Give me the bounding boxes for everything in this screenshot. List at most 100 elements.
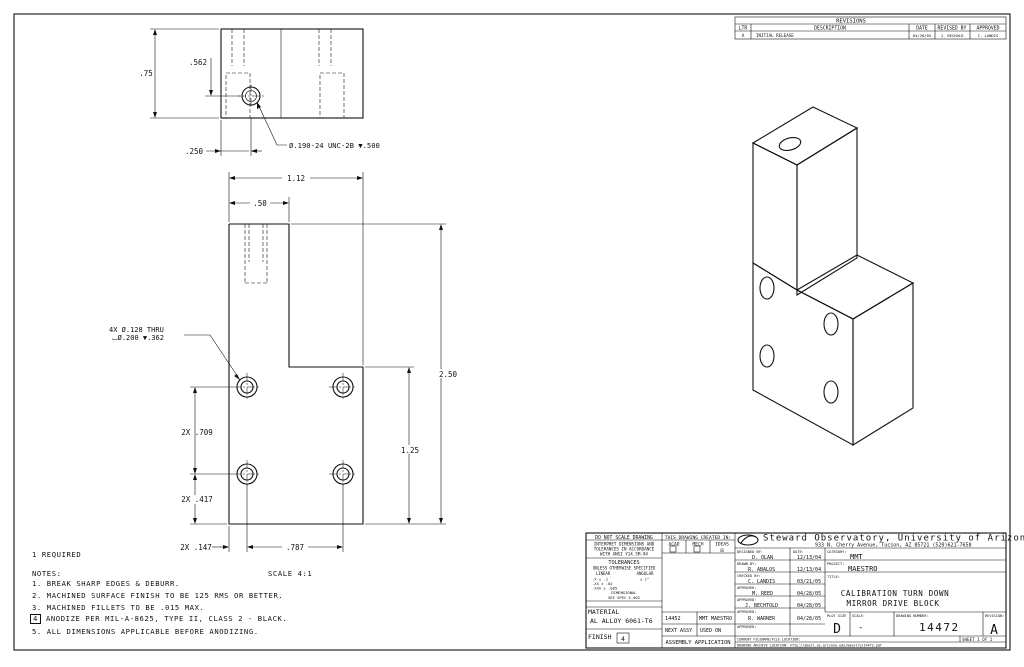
rev-cell-date: 04/28/05 xyxy=(913,33,931,38)
tb-designed-date: 12/13/04 xyxy=(797,555,821,561)
tb-tol-xxx: .XXX ± .005 xyxy=(592,586,617,591)
note-5: 5. ALL DIMENSIONS APPLICABLE BEFORE ANOD… xyxy=(32,627,259,636)
tb-approved4-label: APPROVED: xyxy=(737,625,756,629)
tb-approved2-date: 04/28/05 xyxy=(797,603,821,609)
tb-approved3: R. WARNER xyxy=(748,616,776,622)
tb-category: MMT xyxy=(850,553,863,561)
front-view-outline xyxy=(228,223,364,525)
rev-cell-approved: C. LANDIS xyxy=(978,33,999,38)
tb-finish-note-box xyxy=(616,632,630,644)
tb-interpret-1: INTERPRET DIMENSIONS AND xyxy=(594,542,655,547)
note-5-text: ALL DIMENSIONS APPLICABLE BEFORE ANODIZI… xyxy=(46,627,259,636)
tb-current-file: CURRENT FILENAME/FILE LOCATION: xyxy=(737,638,800,642)
tb-approved1-date: 04/28/05 xyxy=(797,591,821,597)
tb-angular: ANGULAR xyxy=(637,571,654,576)
dim-front-height: 2.50 xyxy=(439,370,458,379)
tb-mech-checkbox xyxy=(693,545,701,553)
rev-cell-ltr: A xyxy=(742,33,745,38)
note-1: 1. BREAK SHARP EDGES & DEBURR. xyxy=(32,579,180,588)
tb-org-addr: 933 N. Cherry Avenue, Tucson, AZ 85721 (… xyxy=(815,543,972,549)
tb-mech: MECH xyxy=(692,542,703,548)
note-5-num: 5. xyxy=(32,627,42,636)
note-2: 2. MACHINED SURFACE FINISH TO BE 125 RMS… xyxy=(32,591,283,600)
dim-front-step: 1.25 xyxy=(401,446,419,455)
note-3-text: MACHINED FILLETS TO BE .015 MAX. xyxy=(46,603,205,612)
top-hole-callout: Ø.190-24 UNC-2B ▼.500 xyxy=(289,141,380,150)
steward-logo-icon xyxy=(737,534,759,546)
isometric-view xyxy=(751,106,915,446)
tb-plot-size-label: PLOT SIZE xyxy=(827,614,846,618)
front-hole-callout-2: ⌴Ø.200 ▼.362 xyxy=(112,334,164,342)
tb-part-num: 14452 xyxy=(665,616,681,622)
top-view-outline xyxy=(220,28,364,119)
dim-hole-edge-y: 2X .417 xyxy=(181,495,213,504)
tb-title-1: CALIBRATION TURN DOWN xyxy=(841,589,950,598)
dim-top-hole-x: .250 xyxy=(185,147,204,156)
tb-approved2-label: APPROVED: xyxy=(737,598,756,602)
front-view: 1.12 .50 2.50 1.25 2X .709 xyxy=(109,172,460,552)
tb-rev: A xyxy=(990,623,998,638)
note-4-num: 4 xyxy=(30,614,41,624)
tb-project-label: PROJECT: xyxy=(827,562,844,566)
rev-cell-desc: INITIAL RELEASE xyxy=(756,33,794,38)
notes-heading: NOTES: xyxy=(32,569,62,578)
tb-ideas: IDEAS xyxy=(715,542,729,548)
tb-interpret-2: TOLERANCES IN ACCORDANCE xyxy=(594,547,655,552)
tb-finish-label: FINISH xyxy=(588,633,612,641)
tb-unless: UNLESS OTHERWISE SPECIFIED xyxy=(593,566,656,571)
scale-note: SCALE 4:1 xyxy=(268,569,313,578)
rev-header-revised: REVISED BY xyxy=(938,26,967,32)
note-1-text: BREAK SHARP EDGES & DEBURR. xyxy=(46,579,180,588)
tb-tol-x: .X ± .1 xyxy=(592,577,609,582)
tb-material: AL ALLOY 6061-T6 xyxy=(590,617,653,625)
tb-assy-app: ASSEMBLY APPLICATION xyxy=(666,640,731,646)
tb-tol-ang: ± 1° xyxy=(640,577,649,582)
note-3: 3. MACHINED FILLETS TO BE .015 MAX. xyxy=(32,603,204,612)
revisions-title: REVISIONS xyxy=(836,19,866,25)
tb-approved1-label: APPROVED: xyxy=(737,586,756,590)
tb-checked-date: 03/21/05 xyxy=(797,579,821,585)
tb-title-label: TITLE: xyxy=(827,575,840,579)
tb-checked-by: C. LANDIS xyxy=(748,579,775,585)
tb-material-label: MATERIAL xyxy=(588,608,619,616)
tb-rev-label: REVISION: xyxy=(985,614,1004,618)
front-hole-callout-1: 4X Ø.128 THRU xyxy=(109,326,164,334)
tb-plot-size: D xyxy=(833,622,841,637)
rev-header-ltr: LTR xyxy=(739,26,748,32)
dim-hole-pitch-y: 2X .709 xyxy=(181,428,213,437)
dim-hole-pitch-x: .787 xyxy=(286,543,304,552)
tb-approved1: M. REED xyxy=(752,591,773,597)
tb-acad: ACAD xyxy=(668,542,679,548)
tb-dimensional: DIMENSIONAL xyxy=(611,590,637,595)
tb-do-not-scale: DO NOT SCALE DRAWING xyxy=(595,535,653,541)
dim-top-hole-y: .562 xyxy=(189,58,207,67)
tb-interpret-3: WITH ANSI Y14.5M-94 xyxy=(600,552,648,557)
tb-next-assy-val: MMT MAESTRO xyxy=(699,616,732,622)
rev-header-date: DATE xyxy=(916,26,928,32)
dim-top-height: .75 xyxy=(139,69,153,78)
sheet-border xyxy=(13,13,1011,651)
dim-hole-edge-x: 2X .147 xyxy=(180,543,212,552)
dim-front-width: 1.12 xyxy=(287,174,305,183)
tb-approved3-date: 04/28/05 xyxy=(797,616,821,622)
tb-archive: DRAWING ARCHIVE LOCATION: http://abell.a… xyxy=(737,644,882,648)
tb-sheet: SHEET 1 OF 1 xyxy=(962,637,993,642)
tb-acad-checkbox xyxy=(669,545,677,553)
tb-ideas-checkbox: ☒ xyxy=(720,546,724,554)
tb-date-label: DATE: xyxy=(793,550,804,554)
tb-org-name: Steward Observatory, University of Arizo… xyxy=(763,534,1024,544)
tb-designed-label: DESIGNED BY: xyxy=(737,550,763,554)
tb-drawn-label: DRAWN BY: xyxy=(737,562,756,566)
tb-scale-label: SCALE: xyxy=(852,614,865,618)
front-holes xyxy=(233,373,357,488)
note-3-num: 3. xyxy=(32,603,42,612)
tb-created-in: THIS DRAWING CREATED IN: xyxy=(665,535,731,541)
note-2-num: 2. xyxy=(32,591,42,600)
tb-approved2: J. BECHTOLD xyxy=(745,603,778,609)
tb-designed-by: D. OLAN xyxy=(752,555,773,561)
tb-finish-note: 4 xyxy=(621,635,625,643)
tb-dwg-num-label: DRAWING NUMBER: xyxy=(896,614,928,618)
tb-dwg-num: 14472 xyxy=(919,621,960,634)
tb-project: MAESTRO xyxy=(848,565,878,573)
